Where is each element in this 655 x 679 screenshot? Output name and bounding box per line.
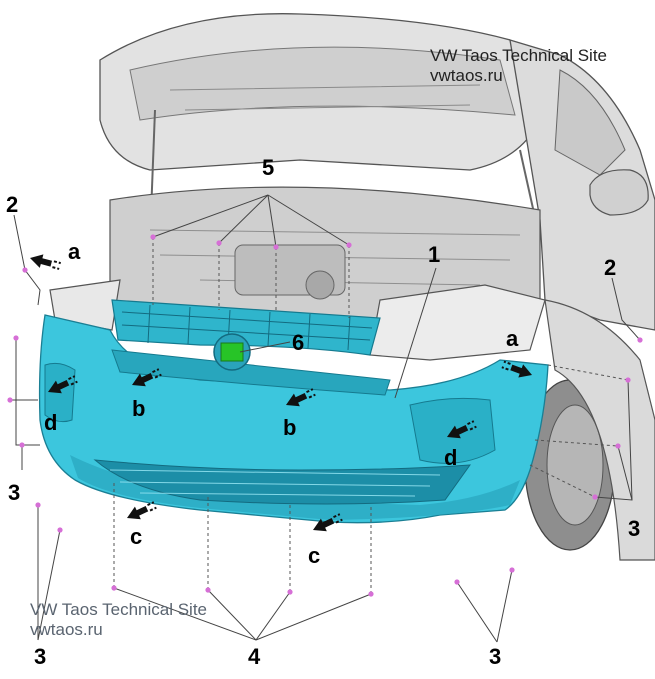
watermark-bottom-line1: VW Taos Technical Site [30, 600, 208, 619]
letter-a-right: a [506, 326, 519, 351]
callout-2-right: 2 [604, 255, 616, 280]
watermark-bottom-line2: vwtaos.ru [30, 620, 103, 639]
watermark-top-line1: VW Taos Technical Site [430, 46, 608, 65]
arrow-c-left [123, 497, 160, 526]
watermark-top: VW Taos Technical Site vwtaos.ru [430, 46, 607, 86]
letter-d-right: d [444, 445, 457, 470]
car-side [509, 39, 655, 331]
letter-a-left: a [68, 239, 81, 264]
letter-d-left: d [44, 410, 57, 435]
callout-1: 1 [428, 242, 440, 267]
callout-labels: 5 1 6 2 2 3 3 3 3 4 [6, 155, 640, 669]
callout-3-right-upper: 3 [628, 516, 640, 541]
leader-lines [10, 194, 641, 643]
letter-c-left: c [130, 524, 142, 549]
arrow-a-left [27, 250, 63, 274]
side-mirror [589, 169, 649, 216]
letter-b-right: b [283, 415, 296, 440]
emblem-sensor-6 [220, 342, 244, 362]
callout-3-left-lower: 3 [34, 644, 46, 669]
watermark-top-line2: vwtaos.ru [430, 66, 503, 85]
watermark-bottom: VW Taos Technical Site vwtaos.ru [30, 600, 207, 640]
callout-4: 4 [248, 644, 261, 669]
letter-b-left: b [132, 396, 145, 421]
upper-grille [111, 299, 381, 356]
callout-3-left-upper: 3 [8, 480, 20, 505]
arrow-letter-labels: a a b b c c d d [44, 239, 519, 568]
callout-3-right-lower: 3 [489, 644, 501, 669]
letter-c-right: c [308, 543, 320, 568]
callout-2-left: 2 [6, 192, 18, 217]
vehicle-body [49, 13, 655, 561]
front-bumper-cover [38, 299, 549, 524]
fastener-markers [7, 234, 643, 597]
left-headlight [49, 279, 121, 331]
callout-5: 5 [262, 155, 274, 180]
callout-6: 6 [292, 330, 304, 355]
